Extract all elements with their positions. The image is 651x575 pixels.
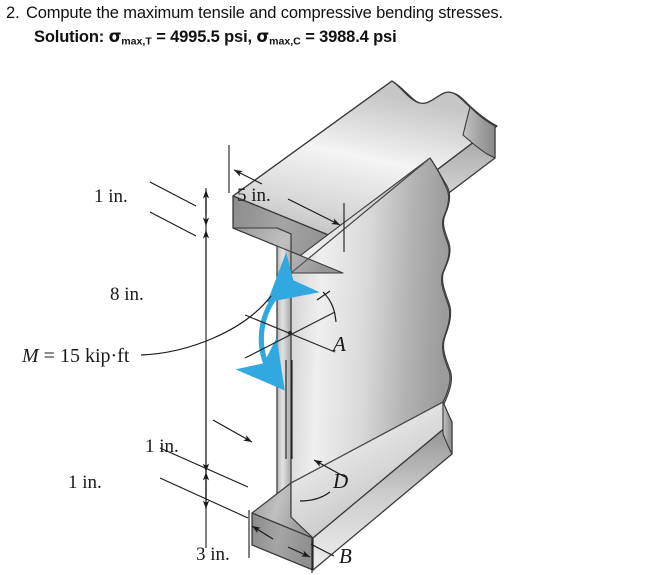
web-front-face: [276, 227, 292, 518]
moment-arc: [235, 252, 320, 391]
figure-labels: 1 in. 5 in. 8 in. 1 in. 1 in. 3 in. M= 1…: [21, 185, 352, 568]
beam-diagram-svg: 1 in. 5 in. 8 in. 1 in. 1 in. 3 in. M= 1…: [21, 80, 498, 573]
moment-label-value: = 15 kip·ft: [44, 345, 130, 367]
sigma-c-symbol: σ: [256, 27, 270, 46]
leader-a-tick: [316, 290, 331, 301]
beam-solid: [232, 80, 498, 571]
solution-line: Solution: σmax,T = 4995.5 psi, σmax,C = …: [34, 27, 397, 47]
sigma-t-symbol: σ: [108, 27, 122, 46]
sigma-t-value: = 4995.5 psi,: [156, 28, 252, 46]
dim-arrow-5in-left: [233, 169, 263, 185]
dim-arrow-web-1in: [212, 419, 253, 443]
dim-label-top-1in: 1 in.: [94, 186, 128, 207]
leader-d-arrow: [313, 459, 346, 478]
dim-arrow-3in-left: [251, 525, 274, 540]
sigma-c-value: = 3988.4 psi: [305, 28, 397, 46]
dim-label-8in: 8 in.: [110, 284, 144, 305]
dim-ext-bot-1: [159, 447, 249, 488]
dim-ext-top-2: [149, 211, 197, 237]
sigma-c-subscript: max,C: [269, 35, 301, 48]
dimension-lines: [149, 145, 345, 573]
web-bottom-joint-line: [290, 401, 444, 484]
problem-statement: Compute the maximum tensile and compress…: [26, 4, 503, 22]
top-flange-torn-edge: [462, 106, 496, 159]
point-leaders: [299, 290, 346, 557]
dim-label-5in: 5 in.: [237, 185, 271, 206]
dim-label-web-1in: 1 in.: [145, 436, 179, 457]
dim-ext-top-1: [149, 181, 197, 207]
moment-label-m: M: [21, 345, 40, 367]
leader-d: [299, 491, 331, 502]
dim-label-3in: 3 in.: [196, 544, 230, 565]
axis-origin-dot: [287, 330, 293, 336]
web-side-plane: [290, 157, 451, 518]
bottom-flange-torn-edge: [442, 401, 453, 455]
solution-label: Solution:: [34, 28, 105, 46]
dim-label-bot-1in: 1 in.: [68, 472, 102, 493]
leader-b: [310, 543, 335, 557]
point-label-d: D: [332, 469, 348, 493]
point-label-a: A: [331, 332, 346, 356]
moment-label-leader: [140, 295, 272, 356]
dim-arrow-3in-right: [287, 546, 311, 558]
dim-ext-bot-2: [159, 477, 249, 519]
dim-arrow-5in-right: [287, 198, 341, 226]
moment-leader-curve: [140, 295, 272, 356]
moment-arrow: [235, 252, 320, 391]
moment-label: M= 15 kip·ft: [21, 345, 130, 367]
beam-figure: 1 in. 5 in. 8 in. 1 in. 1 in. 3 in. M= 1…: [0, 60, 651, 575]
sigma-t-subscript: max,T: [121, 35, 152, 48]
problem-number: 2.: [6, 4, 20, 22]
point-label-b: B: [339, 544, 352, 568]
neutral-axis-crosshair: [244, 311, 336, 359]
